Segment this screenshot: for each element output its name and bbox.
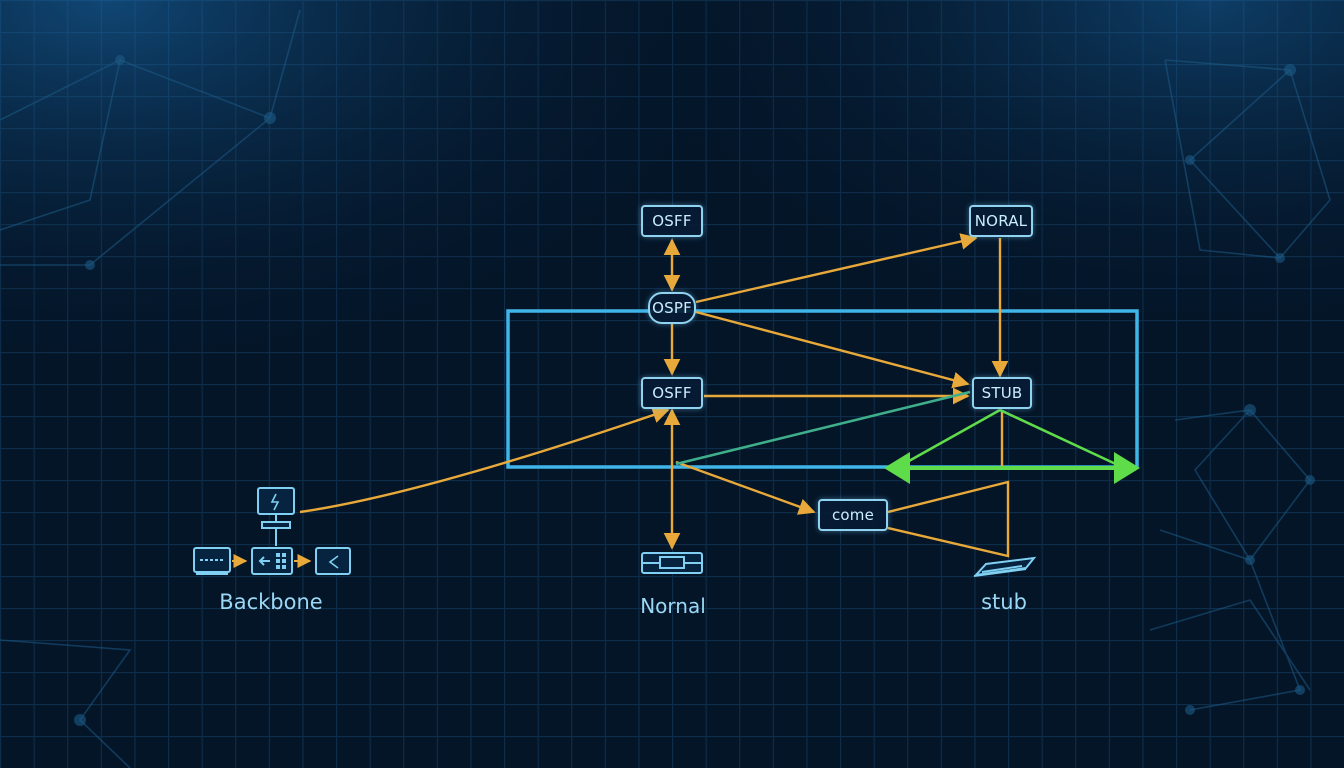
switch-icon xyxy=(193,547,231,575)
node-osff-mid[interactable]: OSFF xyxy=(641,377,703,409)
area-boundary xyxy=(506,309,1139,469)
link-osff-mid-come xyxy=(675,460,816,515)
monitor-icon xyxy=(257,487,295,546)
stub-laptop-icon xyxy=(973,556,1037,577)
caption-normal: Nornal xyxy=(640,594,706,618)
node-noral[interactable]: NORAL xyxy=(969,205,1033,237)
node-osff-top[interactable]: OSFF xyxy=(641,205,703,237)
orange-links xyxy=(299,233,1010,558)
caption-backbone: Backbone xyxy=(219,590,323,614)
link-backbone-osff-mid xyxy=(299,406,670,514)
link-ospf-stub xyxy=(695,310,970,389)
device-icon xyxy=(315,547,351,575)
caption-stub: stub xyxy=(981,590,1027,614)
green-links xyxy=(675,390,1122,470)
link-ospf-noral xyxy=(695,233,978,304)
normal-switch-icon xyxy=(641,552,703,574)
link-osff-mid-stub-green xyxy=(675,390,971,466)
node-ospf-center[interactable]: OSPF xyxy=(648,292,696,324)
node-stub[interactable]: STUB xyxy=(972,377,1032,409)
node-come[interactable]: come xyxy=(818,499,888,531)
router-icon xyxy=(251,547,293,575)
link-come-stub-loop xyxy=(887,480,1010,558)
backbone-icons xyxy=(193,487,351,575)
